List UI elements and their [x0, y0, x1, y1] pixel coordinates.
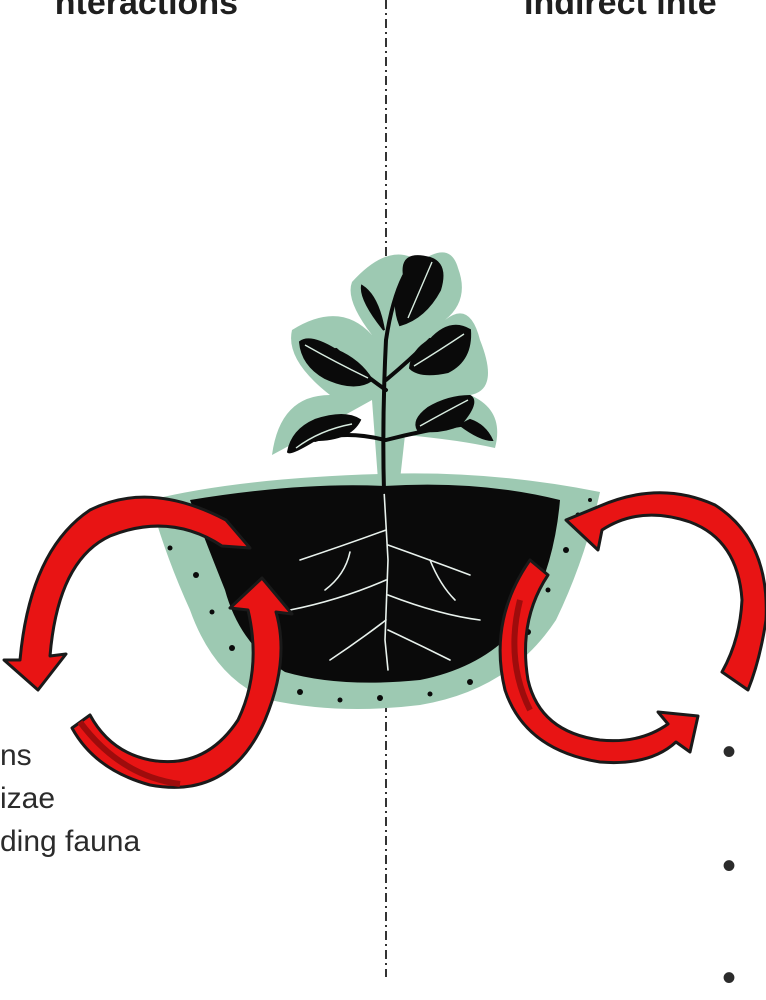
left-list: ns izae ding fauna [0, 734, 140, 863]
right-list-bullet: • [722, 732, 736, 772]
right-list-bullet: • [722, 958, 736, 998]
right-upper-arrow [566, 493, 766, 690]
right-lower-arrow [500, 560, 698, 763]
left-list-item: ns [0, 734, 140, 777]
left-list-item: izae [0, 777, 140, 820]
left-list-item: ding fauna [0, 820, 140, 863]
right-list-bullet: • [722, 846, 736, 886]
